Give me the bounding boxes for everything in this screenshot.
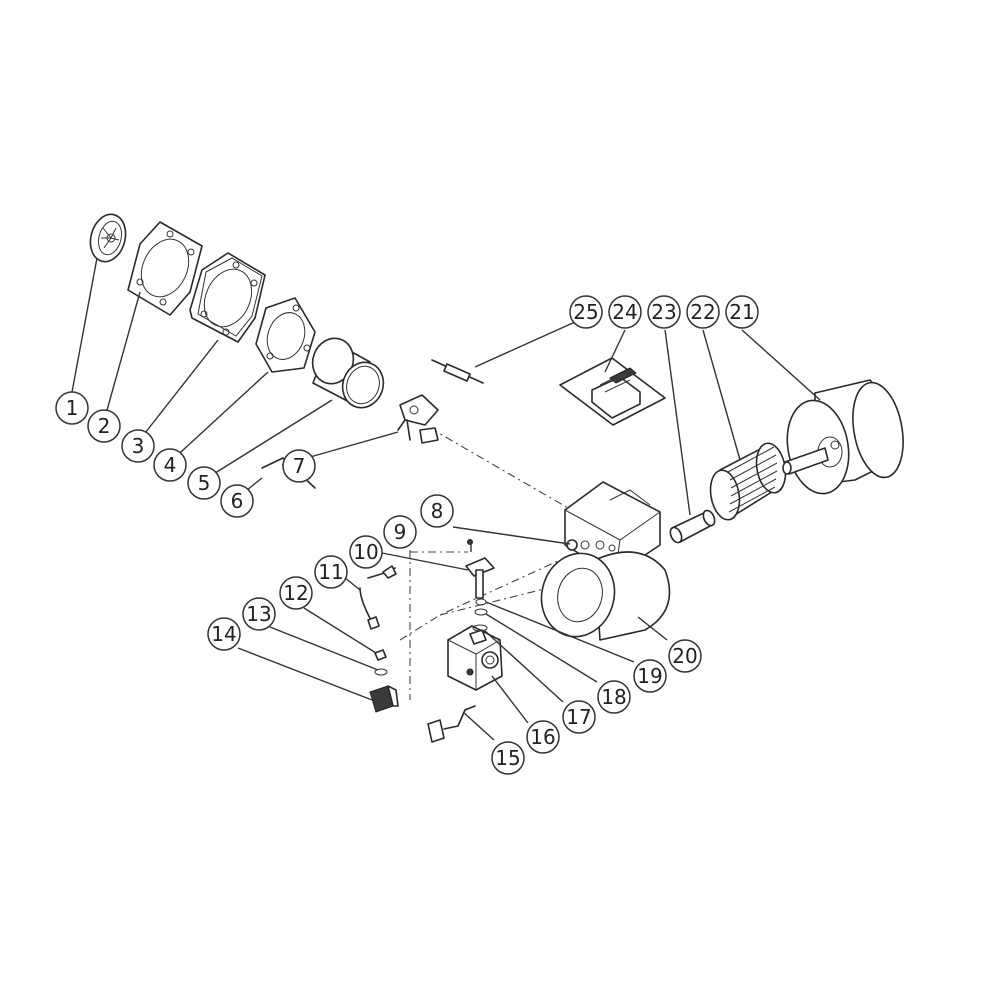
part-24-control-board (559, 357, 666, 426)
svg-text:17: 17 (566, 705, 591, 729)
svg-text:18: 18 (601, 685, 626, 709)
callout-10: 10 (349, 535, 383, 569)
callout-12: 12 (279, 576, 313, 610)
callout-11: 11 (314, 555, 348, 589)
svg-text:14: 14 (211, 622, 236, 646)
svg-text:15: 15 (495, 746, 520, 770)
svg-text:16: 16 (530, 725, 555, 749)
svg-text:11: 11 (318, 560, 343, 584)
svg-text:23: 23 (651, 300, 676, 324)
svg-text:21: 21 (729, 300, 754, 324)
svg-text:24: 24 (612, 300, 637, 324)
svg-text:6: 6 (231, 489, 244, 513)
part-14-solenoid-coil (369, 685, 399, 713)
callout-16: 16 (526, 720, 560, 754)
svg-text:2: 2 (98, 414, 111, 438)
callout-8: 8 (420, 494, 454, 528)
part-20-fan-housing (540, 481, 671, 641)
svg-text:7: 7 (293, 454, 306, 478)
svg-text:5: 5 (198, 471, 211, 495)
svg-text:4: 4 (164, 453, 177, 477)
svg-text:25: 25 (573, 300, 598, 324)
svg-text:3: 3 (132, 434, 145, 458)
callout-14: 14 (207, 617, 241, 651)
callout-22: 22 (686, 295, 720, 329)
part-25-electrode-rod (431, 359, 484, 384)
svg-text:9: 9 (394, 520, 407, 544)
part-16-oil-pump (447, 625, 503, 691)
part-22-fan-wheel (709, 442, 787, 521)
assembly-axis-lines (399, 427, 576, 700)
svg-text:13: 13 (246, 602, 271, 626)
part-1-flame-disc (89, 213, 127, 263)
part-23-coupling (669, 509, 716, 544)
part-10-plate (465, 557, 495, 599)
callout-20: 20 (668, 639, 702, 673)
callout-6: 6 (220, 484, 254, 518)
callout-1: 1 (55, 391, 89, 425)
callout-3: 3 (121, 429, 155, 463)
callout-5: 5 (187, 466, 221, 500)
callout-4: 4 (153, 448, 187, 482)
part-7-nozzle-assembly (397, 394, 439, 444)
svg-text:1: 1 (66, 396, 79, 420)
svg-text:10: 10 (353, 540, 378, 564)
callout-18: 18 (597, 680, 631, 714)
callout-21: 21 (725, 295, 759, 329)
callout-17: 17 (562, 700, 596, 734)
part-8-fitting (566, 539, 590, 551)
svg-text:8: 8 (431, 499, 444, 523)
svg-text:20: 20 (672, 644, 697, 668)
callout-25: 25 (569, 295, 603, 329)
callout-24: 24 (608, 295, 642, 329)
callout-15: 15 (491, 741, 525, 775)
callout-23: 23 (647, 295, 681, 329)
callout-19: 19 (633, 659, 667, 693)
part-13-washer (374, 668, 388, 676)
part-21-motor (782, 379, 904, 495)
part-2-gasket-plate (127, 221, 203, 316)
part-9-screw (467, 539, 473, 545)
part-4-gasket (255, 297, 316, 373)
svg-text:19: 19 (637, 664, 662, 688)
part-12-nut (374, 649, 387, 661)
part-15-connector (427, 705, 476, 743)
part-18-seal (474, 608, 488, 616)
part-11-cable (359, 565, 397, 630)
part-3-flange (189, 252, 266, 343)
svg-text:12: 12 (283, 581, 308, 605)
svg-text:22: 22 (690, 300, 715, 324)
callout-13: 13 (242, 597, 276, 631)
part-19-coupling-ring (475, 598, 487, 606)
leader-lines (71, 257, 821, 741)
part-17-oring (472, 624, 488, 632)
callout-2: 2 (87, 409, 121, 443)
callout-9: 9 (383, 515, 417, 549)
part-5-blast-tube (311, 337, 385, 409)
callout-7: 7 (282, 449, 316, 483)
